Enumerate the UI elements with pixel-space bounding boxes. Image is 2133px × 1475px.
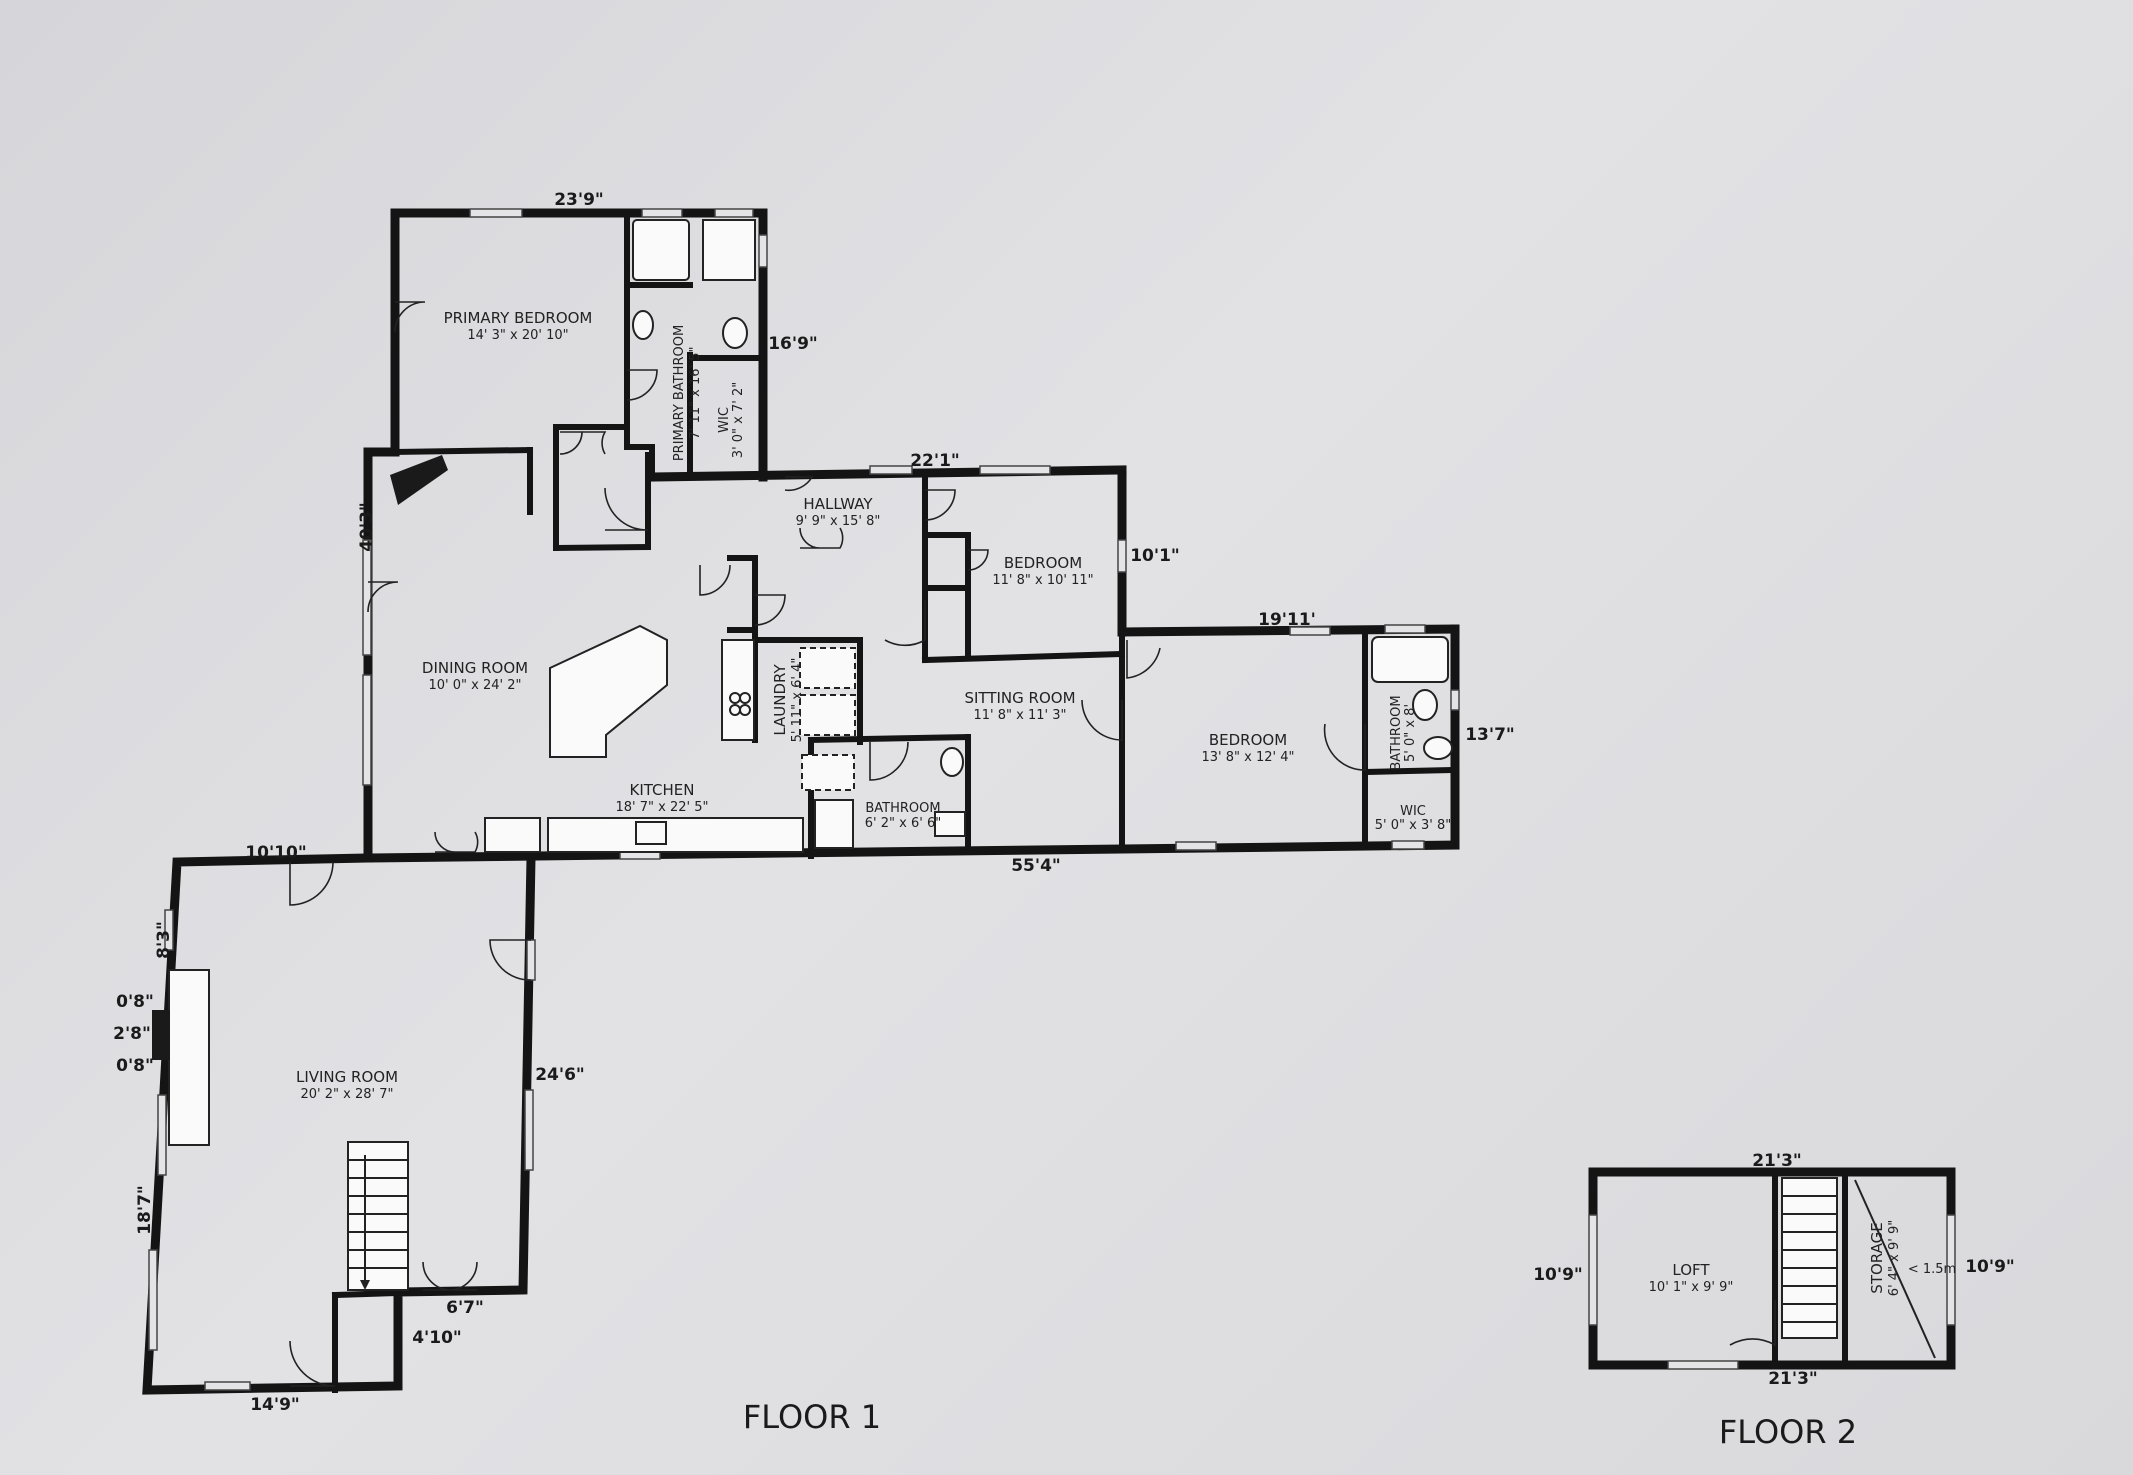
room-dims-primary-bathroom: 7' 11" x 16' 5" [688,347,703,440]
floor1-fixtures [152,219,1453,1291]
room-name-kitchen: KITCHEN [630,781,695,799]
dim-f2-left: 10'9" [1533,1265,1583,1285]
dim-living-left-top: 8'3" [154,921,174,959]
floor1-windows [148,208,1460,1391]
room-name-living-room: LIVING ROOM [296,1068,398,1086]
room-name-loft: LOFT [1672,1261,1710,1279]
dim-living-step: 6'7" [446,1298,484,1318]
room-name-sitting-room: SITTING ROOM [964,689,1075,707]
room-dims-dining-room: 10' 0" x 24' 2" [429,678,522,693]
dim-left-main: 40'3" [357,502,377,552]
room-dims-bathroom-2: 5' 0" x 8' [1403,704,1418,762]
room-dims-bedroom-1: 11' 8" x 10' 11" [992,573,1093,588]
dim-living-bottom: 14'9" [250,1395,300,1415]
floor1-exterior-walls [142,208,1460,1395]
room-dims-primary-bedroom: 14' 3" x 20' 10" [467,328,568,343]
room-name-laundry: LAUNDRY [771,663,789,735]
floor1-interior-walls [331,210,1459,1393]
room-labels: PRIMARY BEDROOM 14' 3" x 20' 10" PRIMARY… [296,309,1956,1296]
dim-hall-top: 22'1" [910,451,960,471]
dim-living-top: 10'10" [245,843,306,863]
room-name-bedroom-2: BEDROOM [1209,731,1287,749]
floor2-walls [1588,1167,1956,1370]
room-dims-hallway: 9' 9" x 15' 8" [796,514,881,529]
dim-living-step-side: 4'10" [412,1328,462,1348]
dim-f2-top: 21'3" [1752,1151,1802,1171]
dim-f2-bottom: 21'3" [1768,1369,1818,1389]
room-dims-laundry: 5' 11" x 6' 4" [790,658,805,743]
room-dims-loft: 10' 1" x 9' 9" [1649,1280,1734,1295]
room-dims-living-room: 20' 2" x 28' 7" [301,1087,394,1102]
dim-f2-right: 10'9" [1965,1257,2015,1277]
room-name-bathroom-1: BATHROOM [865,801,940,816]
room-name-primary-bathroom: PRIMARY BATHROOM [672,325,687,461]
room-name-dining-room: DINING ROOM [422,659,528,677]
room-dims-bedroom-2: 13' 8" x 12' 4" [1202,750,1295,765]
room-name-wic-2: WIC [1400,804,1426,819]
dim-bedroom-right: 10'1" [1130,546,1180,566]
room-dims-kitchen: 18' 7" x 22' 5" [616,800,709,815]
room-dims-sitting-room: 11' 8" x 11' 3" [974,708,1067,723]
room-name-storage: STORAGE [1868,1222,1886,1293]
dim-primary-right: 16'9" [768,334,818,354]
dim-living-left-bottom: 18'7" [135,1185,155,1235]
dim-chimney-a: 0'8" [116,992,154,1012]
dim-chimney-c: 0'8" [116,1056,154,1076]
room-name-bedroom-1: BEDROOM [1004,554,1082,572]
room-name-primary-bedroom: PRIMARY BEDROOM [444,309,593,327]
dim-living-right: 24'6" [535,1065,585,1085]
floor1-doors [289,301,1366,1387]
room-name-hallway: HALLWAY [803,495,873,513]
room-name-wic-primary: WIC [717,407,732,433]
dim-top-primary: 23'9" [554,190,604,210]
floor2-title: FLOOR 2 [1719,1413,1857,1451]
floor1-title: FLOOR 1 [743,1398,881,1436]
room-dims-wic-2: 5' 0" x 3' 8" [1375,818,1451,833]
dimension-labels: 23'9" 16'9" 40'3" 22'1" 10'1" 19'11' 13'… [113,190,2015,1415]
room-name-bathroom-2: BATHROOM [1389,695,1404,770]
room-dims-storage: 6' 4" x 9' 9" [1887,1220,1902,1296]
storage-note: < 1.5m [1908,1262,1956,1277]
dim-bath2-right: 13'7" [1465,725,1515,745]
room-dims-bathroom-1: 6' 2" x 6' 6" [865,816,941,831]
dim-bedroom2-top: 19'11' [1258,610,1316,630]
dim-bottom-main: 55'4" [1011,856,1061,876]
dim-chimney-b: 2'8" [113,1024,151,1044]
room-dims-wic-primary: 3' 0" x 7' 2" [731,382,746,458]
